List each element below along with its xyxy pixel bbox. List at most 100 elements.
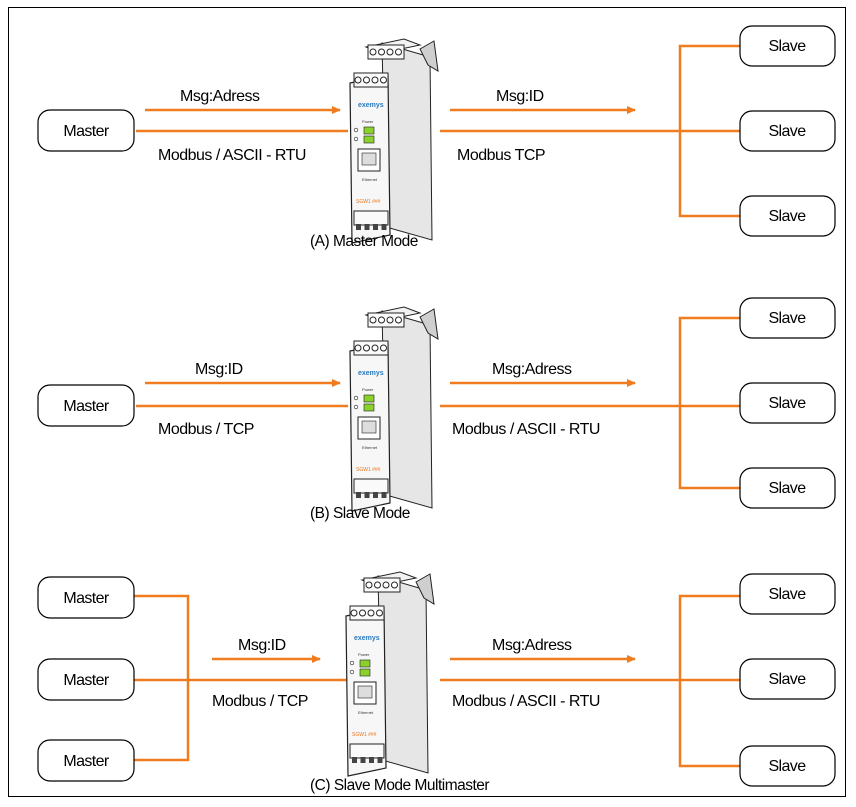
- terminal-screw: [369, 48, 377, 56]
- left-msg-label: Msg:ID: [195, 361, 243, 378]
- terminal-screw: [395, 316, 402, 324]
- terminal-screw: [380, 76, 387, 84]
- device-ethernet-label: Ethernet: [358, 710, 374, 715]
- master-label: Master: [63, 123, 110, 140]
- terminal-block-top: [367, 44, 405, 60]
- terminal-screw: [354, 344, 362, 352]
- slave-node: Slave: [739, 25, 836, 67]
- left-proto-label: Modbus / TCP: [212, 693, 308, 710]
- status-dot: [349, 660, 355, 666]
- panel-c: Msg:ID Modbus / TCP Msg:Adress Modbus / …: [37, 571, 836, 794]
- terminal-screw: [371, 344, 379, 352]
- terminal-block-mid: [349, 605, 385, 621]
- terminal-pin: [360, 757, 366, 763]
- terminal-screw: [363, 76, 370, 84]
- slave-label: Slave: [768, 671, 806, 688]
- status-dot: [353, 395, 359, 401]
- terminal-screw: [369, 316, 377, 324]
- ethernet-jack: [361, 420, 377, 434]
- master-label: Master: [63, 398, 110, 415]
- terminal-screw: [380, 344, 387, 352]
- panel-caption: (B) Slave Mode: [310, 505, 410, 522]
- slave-node: Slave: [739, 195, 836, 237]
- status-dot: [353, 127, 359, 133]
- terminal-pin: [356, 224, 361, 230]
- led-indicator: [359, 659, 371, 668]
- device-brand: exemys: [354, 635, 380, 642]
- device-model-label: SGW1 ###: [352, 732, 377, 738]
- slave-bus: [678, 316, 740, 490]
- terminal-pin: [377, 757, 383, 763]
- left-msg-label: Msg:Adress: [180, 88, 260, 105]
- terminal-pin: [356, 492, 361, 498]
- panel-caption: (C) Slave Mode Multimaster: [310, 777, 489, 794]
- slave-label: Slave: [768, 38, 806, 55]
- device-model-label: SGW1 ###: [356, 467, 381, 473]
- device-brand: exemys: [358, 102, 384, 109]
- terminal-block-mid: [353, 72, 389, 88]
- slave-bus: [678, 44, 740, 218]
- master-node: Master: [37, 109, 135, 152]
- master-node: Master: [37, 739, 135, 782]
- terminal-screw: [391, 581, 398, 589]
- terminal-pin: [364, 492, 370, 498]
- device-ethernet-label: Ethernet: [362, 177, 378, 182]
- master-label: Master: [63, 590, 110, 607]
- right-proto-label: Modbus TCP: [457, 147, 545, 164]
- terminal-screw: [386, 48, 394, 56]
- master-label: Master: [63, 753, 110, 770]
- master-label: Master: [63, 672, 110, 689]
- terminal-screw: [376, 609, 383, 617]
- din-rail-clip: [419, 40, 439, 72]
- slave-node: Slave: [739, 745, 836, 787]
- terminal-screw: [395, 48, 402, 56]
- right-msg-label: Msg:Adress: [492, 637, 572, 654]
- led-indicator: [363, 135, 375, 144]
- slave-label: Slave: [768, 586, 806, 603]
- terminal-pin: [352, 757, 357, 763]
- terminal-block-bottom: [349, 743, 385, 759]
- slave-label: Slave: [768, 310, 806, 327]
- master-node: Master: [37, 576, 135, 619]
- terminal-block-bottom: [353, 210, 389, 226]
- led-indicator: [363, 126, 375, 135]
- terminal-screw: [382, 581, 390, 589]
- terminal-block-mid: [353, 340, 389, 356]
- slave-label: Slave: [768, 123, 806, 140]
- right-msg-label: Msg:ID: [496, 88, 544, 105]
- terminal-screw: [350, 609, 358, 617]
- ethernet-jack: [357, 685, 373, 699]
- terminal-block-top: [367, 312, 405, 328]
- right-proto-label: Modbus / ASCII - RTU: [452, 693, 600, 710]
- slave-node: Slave: [739, 573, 836, 615]
- panel-a: Msg:Adress Modbus / ASCII - RTU Msg:ID M…: [37, 25, 836, 250]
- slave-label: Slave: [768, 395, 806, 412]
- slave-node: Slave: [739, 658, 836, 700]
- status-dot: [349, 669, 355, 675]
- master-node: Master: [37, 384, 135, 427]
- panel-caption: (A) Master Mode: [310, 233, 418, 250]
- terminal-screw: [367, 609, 375, 617]
- terminal-pin: [369, 757, 374, 763]
- ethernet-jack: [361, 152, 377, 166]
- device-power-label: Power: [362, 387, 374, 392]
- device-ethernet-label: Ethernet: [362, 445, 378, 450]
- device-power-label: Power: [362, 119, 374, 124]
- terminal-screw: [359, 609, 366, 617]
- terminal-block-bottom: [353, 478, 389, 494]
- slave-label: Slave: [768, 758, 806, 775]
- terminal-screw: [365, 581, 373, 589]
- terminal-pin: [381, 224, 387, 230]
- terminal-screw: [378, 48, 385, 56]
- device-power-label: Power: [358, 652, 370, 657]
- left-proto-label: Modbus / ASCII - RTU: [158, 147, 306, 164]
- right-proto-label: Modbus / ASCII - RTU: [452, 421, 600, 438]
- status-dot: [353, 404, 359, 410]
- led-indicator: [363, 403, 375, 412]
- terminal-screw: [363, 344, 370, 352]
- slave-node: Slave: [739, 467, 836, 509]
